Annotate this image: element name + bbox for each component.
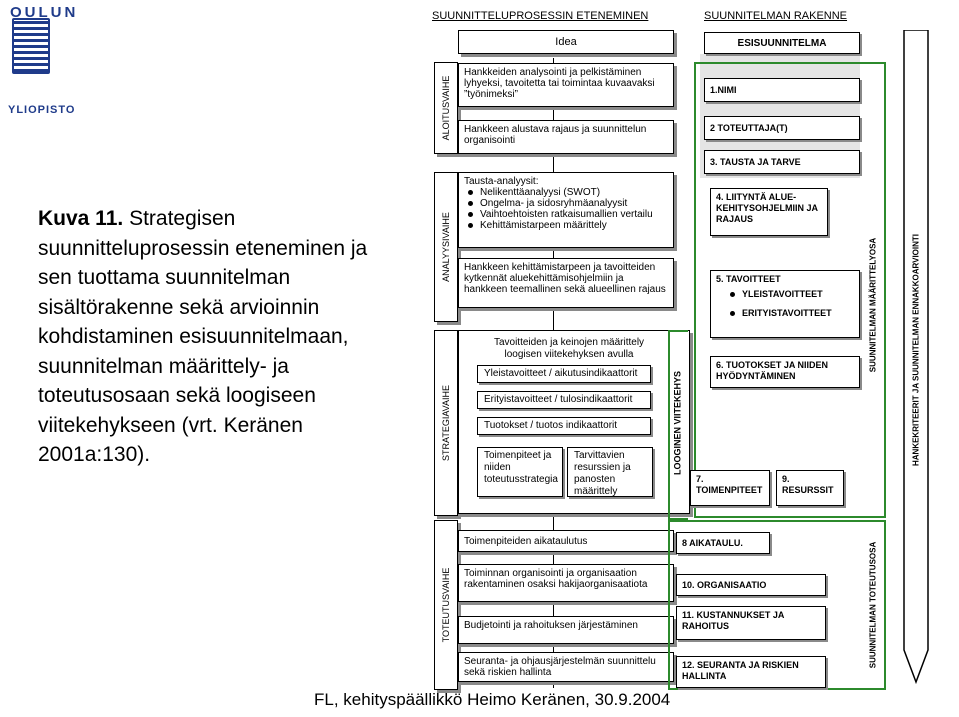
outputs-row: Tuotokset / tuotos indikaattorit: [477, 417, 651, 435]
schedule-text: Toimenpiteiden aikataulutus: [464, 536, 588, 547]
university-logo: OULUN YLIOPISTO: [8, 4, 86, 124]
logo-emblem: [12, 18, 50, 74]
caption-text: Strategisen suunnitteluprosessin etenemi…: [38, 207, 368, 466]
general-objectives-item: YLEISTAVOITTEET: [730, 289, 854, 300]
background-item: Kehittämistarpeen määrittely: [468, 220, 668, 231]
caption-label: Kuva 11.: [38, 207, 124, 230]
definition-part-frame: [694, 62, 886, 518]
outputs-box: 6. TUOTOKSET JA NIIDEN HYÖDYNTÄMINEN: [710, 356, 860, 388]
schedule-structure-box: 8 AIKATAULU.: [676, 532, 770, 554]
background-item: Ongelma- ja sidosryhmäanalyysit: [468, 198, 668, 209]
logo-line2: YLIOPISTO: [8, 104, 76, 116]
development-needs-text: Hankkeen kehittämistarpeen ja tavoitteid…: [464, 262, 666, 295]
objectives-box: 5. TAVOITTEET YLEISTAVOITTEET ERITYISTAV…: [710, 270, 860, 338]
phase-analysis-label: ANALYYSIVAIHE: [441, 212, 451, 282]
implementation-part-text: SUUNNITELMAN TOTEUTUSOSA: [868, 541, 878, 669]
background-title: Tausta-analyysit:: [464, 176, 539, 187]
objectives-list: YLEISTAVOITTEET ERITYISTAVOITTEET: [716, 289, 854, 319]
organisation-box: Toiminnan organisointi ja organisaation …: [458, 564, 674, 602]
monitoring-text: Seuranta- ja ohjausjärjestelmän suunnitt…: [464, 656, 656, 678]
definition-part-text: SUUNNITELMAN MÄÄRITTELYOSA: [868, 237, 878, 373]
budget-text: Budjetointi ja rahoituksen järjestäminen: [464, 620, 638, 631]
background-item: Vaihtoehtoisten ratkaisumallien vertailu: [468, 209, 668, 220]
schedule-box: Toimenpiteiden aikataulutus: [458, 530, 674, 552]
process-header: SUUNNITTELUPROSESSIN ETENEMINEN: [432, 10, 649, 22]
background-item: Nelikenttäanalyysi (SWOT): [468, 187, 668, 198]
phase-strategy-label: STRATEGIAVAIHE: [441, 384, 451, 462]
analysis-box: Hankkeiden analysointi ja pelkistäminen …: [458, 63, 674, 107]
background-box: 3. TAUSTA JA TARVE: [704, 150, 860, 174]
development-needs-box: Hankkeen kehittämistarpeen ja tavoitteid…: [458, 258, 674, 308]
monitoring-structure-box: 12. SEURANTA JA RISKIEN HALLINTA: [676, 656, 826, 688]
background-list: Nelikenttäanalyysi (SWOT) Ongelma- ja si…: [464, 187, 668, 231]
presurvey-box: ESISUUNNITELMA: [704, 32, 860, 54]
logical-frame-link: [668, 330, 688, 520]
logo-line1: OULUN: [10, 4, 79, 21]
phase-analysis: ANALYYSIVAIHE: [434, 172, 458, 322]
general-objectives-row: Yleistavoitteet / aikutusindikaattorit: [477, 365, 651, 383]
idea-box: Idea: [458, 30, 674, 54]
analysis-text: Hankkeiden analysointi ja pelkistäminen …: [464, 67, 655, 100]
assessment-arrow: [903, 30, 929, 685]
phase-start: ALOITUSVAIHE: [434, 62, 458, 154]
programmes-box: 4. LIITYNTÄ ALUE-KEHITYSOHJELMIIN JA RAJ…: [710, 188, 828, 236]
background-analysis-box: Tausta-analyysit: Nelikenttäanalyysi (SW…: [458, 172, 674, 248]
definition-part-label: SUUNNITELMAN MÄÄRITTELYOSA: [862, 200, 884, 410]
figure-caption: Kuva 11. Strategisen suunnitteluprosessi…: [38, 204, 383, 470]
assessment-label: HANKEKRITEERIT JA SUUNNITELMAN ENNAKKOAR…: [904, 100, 928, 600]
organisation-structure-box: 10. ORGANISAATIO: [676, 574, 826, 596]
resources-structure-box: 9. RESURSSIT: [776, 470, 844, 506]
monitoring-box: Seuranta- ja ohjausjärjestelmän suunnitt…: [458, 652, 674, 682]
assessment-text: HANKEKRITEERIT JA SUUNNITELMAN ENNAKKOAR…: [911, 233, 921, 467]
specific-objectives-item: ERITYISTAVOITTEET: [730, 308, 854, 319]
scoping-text: Hankkeen alustava rajaus ja suunnittelun…: [464, 124, 647, 146]
organisation-text: Toiminnan organisointi ja organisaation …: [464, 568, 648, 590]
assessment-arrow-shape: [903, 30, 929, 685]
implementation-part-frame: [668, 520, 886, 690]
footer: FL, kehityspäällikkö Heimo Keränen, 30.9…: [314, 690, 671, 709]
budget-box: Budjetointi ja rahoituksen järjestäminen: [458, 616, 674, 644]
idea-label: Idea: [555, 36, 577, 48]
logical-framework-box: Tavoitteiden ja keinojen määrittely loog…: [458, 330, 690, 514]
measures-structure-box: 7. TOIMENPITEET: [690, 470, 770, 506]
structure-header: SUUNNITELMAN RAKENNE: [704, 10, 848, 22]
phase-strategy: STRATEGIAVAIHE: [434, 330, 458, 516]
implementer-box: 2 TOTEUTTAJA(T): [704, 116, 860, 140]
phase-start-label: ALOITUSVAIHE: [441, 75, 451, 141]
phase-implementation: TOTEUTUSVAIHE: [434, 520, 458, 690]
name-box: 1.NIMI: [704, 78, 860, 102]
scoping-box: Hankkeen alustava rajaus ja suunnittelun…: [458, 120, 674, 154]
implementation-part-label: SUUNNITELMAN TOTEUTUSOSA: [862, 526, 884, 684]
resources-box: Tarvittavien resurssien ja panosten määr…: [567, 447, 653, 497]
specific-objectives-row: Erityistavoitteet / tulosindikaattorit: [477, 391, 651, 409]
framework-title: Tavoitteiden ja keinojen määrittely loog…: [493, 337, 645, 360]
costs-structure-box: 11. KUSTANNUKSET JA RAHOITUS: [676, 606, 826, 640]
phase-implementation-label: TOTEUTUSVAIHE: [441, 567, 451, 643]
objectives-title: 5. TAVOITTEET: [716, 274, 781, 284]
measures-box: Toimenpiteet ja niiden toteutusstrategia: [477, 447, 563, 497]
